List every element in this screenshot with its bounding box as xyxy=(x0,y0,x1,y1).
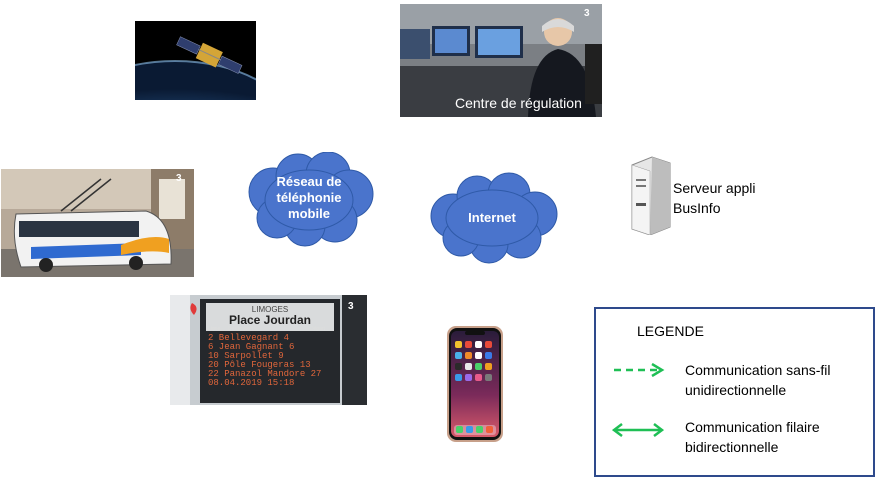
display-col-destination: Destination xyxy=(228,326,254,332)
control-center-badge: 3 xyxy=(584,8,590,19)
display-row: 22 Panazol Mandore 27 xyxy=(208,369,322,379)
display-sign-image: LIMOGES Place Jourdan Ligne Destination … xyxy=(170,295,367,405)
server-label-line2: BusInfo xyxy=(673,200,721,216)
display-col-depart: Départ xyxy=(310,326,326,332)
bus-image: 3 xyxy=(1,169,194,277)
display-row: 6 Jean Gagnant 6 xyxy=(208,342,295,352)
legend-box: LEGENDE Communication sans-fil unidirect… xyxy=(594,307,875,477)
bus-badge: 3 xyxy=(176,173,182,184)
internet-label: Internet xyxy=(468,210,516,225)
legend-wired-line1: Communication filaire xyxy=(685,419,820,435)
display-stop-name: Place Jourdan xyxy=(228,313,312,327)
display-datetime: 08.04.2019 15:18 xyxy=(208,378,295,388)
legend-title: LEGENDE xyxy=(637,323,704,339)
mobile-network-label-line3: mobile xyxy=(288,206,330,221)
legend-wireless-line2: unidirectionnelle xyxy=(685,382,787,398)
mobile-network-label-line2: téléphonie xyxy=(276,190,342,205)
display-city: LIMOGES xyxy=(251,305,289,314)
server-icon xyxy=(628,155,672,236)
legend-wired-line2: bidirectionnelle xyxy=(685,439,779,455)
server-label-line1: Serveur appli xyxy=(673,180,756,196)
display-row: 10 Sarpollet 9 xyxy=(208,351,284,361)
wired-arrow-icon xyxy=(612,423,664,437)
mobile-network-cloud: Réseau de téléphonie mobile xyxy=(243,152,375,248)
display-col-line: Ligne xyxy=(208,326,221,332)
control-center-label: Centre de régulation xyxy=(455,95,582,111)
display-row: 20 Pôle Fougeras 13 xyxy=(208,360,311,370)
legend-wireless-line1: Communication sans-fil xyxy=(685,362,831,378)
control-center-image: 3 xyxy=(400,4,602,117)
wireless-arrow-icon xyxy=(614,363,665,377)
internet-cloud: Internet xyxy=(425,172,559,264)
satellite-image xyxy=(135,21,256,100)
display-row: 2 Bellevegard 4 xyxy=(208,333,290,343)
mobile-network-label-line1: Réseau de xyxy=(276,174,342,189)
smartphone-image xyxy=(446,325,504,443)
display-badge: 3 xyxy=(348,301,354,312)
